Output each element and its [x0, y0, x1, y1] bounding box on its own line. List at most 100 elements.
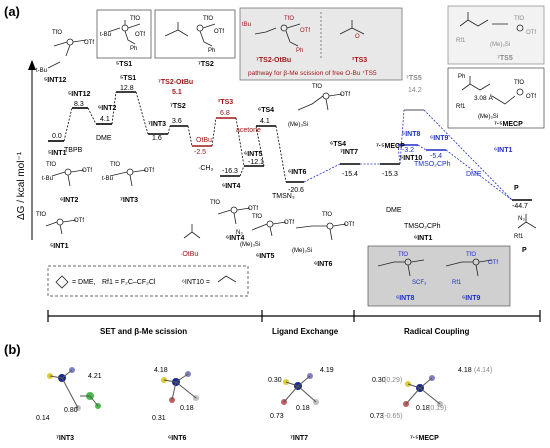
- int1-structure: TfO OTf: [36, 212, 84, 235]
- legend-box: [47, 265, 249, 297]
- svg-text:OTf: OTf: [488, 260, 498, 266]
- label-int2: ⁶INT2: [98, 105, 116, 112]
- pb-mecp-d3b: (0.19): [428, 405, 446, 412]
- svg-text:N₃: N₃: [236, 230, 243, 236]
- tbpb-label: TBPB: [64, 147, 83, 154]
- int5-label-mol: ⁶INT5: [256, 253, 274, 260]
- p-label-mol: P: [522, 247, 527, 254]
- svg-text:Rf1: Rf1: [456, 104, 466, 110]
- svg-text:t-Bu: t-Bu: [42, 176, 53, 182]
- label-ts2-otbu: ⁷TS2-OtBu: [158, 79, 193, 86]
- label-ts3: ²TS3: [218, 99, 233, 106]
- ts5-label-top: ⁷TS5: [497, 55, 513, 62]
- pb-int7-d4: 0.73: [270, 413, 284, 420]
- value-ts2: 3.6: [172, 118, 182, 125]
- svg-text:(Me)₃Si: (Me)₃Si: [490, 42, 510, 48]
- label-int7: ⁷INT7: [340, 149, 358, 156]
- ts4-structure: TfO OTf (Me)₃Si: [288, 84, 350, 128]
- pathway-note: pathway for β-Me scission of free O-Bu ⁷…: [248, 70, 377, 77]
- label-ts2: ⁷TS2: [170, 103, 186, 110]
- int5-structure: TfO N₃ OTf (Me)₃Si: [236, 214, 294, 248]
- svg-text:OTf: OTf: [340, 92, 350, 98]
- svg-text:Ph: Ph: [208, 48, 215, 54]
- int9-structure: TfO OTf Rf1: [445, 252, 498, 286]
- label-int1: ⁵INT1: [48, 150, 67, 157]
- p-structure: N₃ Rf1: [514, 214, 537, 240]
- pb-int7-label: ⁷INT7: [290, 435, 308, 442]
- pb-int7-d1: 4.19: [320, 367, 334, 374]
- pb-int7-d3: 0.18: [296, 405, 310, 412]
- pb-int6-label: ⁶INT6: [168, 435, 186, 442]
- svg-text:OTf: OTf: [526, 94, 536, 100]
- pb-mecp-label: ⁷·⁵MECP: [410, 435, 439, 442]
- int8-structure: TfO SCF₃: [377, 252, 427, 286]
- pb-int7-model: [281, 373, 319, 405]
- pb-mecp-d3: 0.18: [416, 405, 430, 412]
- svg-text:TfO: TfO: [203, 16, 213, 22]
- value-int3: 1.6: [152, 135, 162, 142]
- panel-a-label: (a): [4, 4, 20, 19]
- panel-b-label: (b): [4, 342, 21, 357]
- svg-text:Ph: Ph: [130, 46, 137, 52]
- svg-text:TfO: TfO: [46, 162, 56, 168]
- label-int6: ⁶INT6: [288, 169, 306, 176]
- ts1-box: [96, 9, 152, 59]
- ts2-structure: TfO OTf Ph: [164, 16, 224, 54]
- legend-dme: = DME,: [72, 279, 96, 286]
- ts3-label-top: ²TS3: [352, 57, 367, 64]
- otbu-radical-structure: [183, 224, 201, 239]
- svg-text:OTf: OTf: [144, 168, 154, 174]
- y-axis-arrow-icon: [28, 60, 36, 70]
- value-ts2-otbu: 5.1: [172, 89, 182, 96]
- value-int1: 0.0: [52, 133, 62, 140]
- label-ts1: ⁵TS1: [120, 75, 136, 82]
- pb-mecp-d1: 4.18: [458, 367, 472, 374]
- int3-structure: TfO t-Bu OTf: [102, 162, 154, 187]
- mecp-structure: Rf1 (Me)₃Si TfO OTf Ph: [456, 74, 536, 120]
- otbu-bottom-label: ·OtBu: [180, 251, 198, 258]
- svg-text:TfO: TfO: [466, 252, 476, 258]
- label-int12: ⁵INT12: [68, 91, 90, 98]
- int2-label-mol: ⁶INT2: [60, 197, 78, 204]
- svg-text:(Me)₃Si: (Me)₃Si: [478, 114, 498, 120]
- svg-text:OTf: OTf: [300, 28, 310, 34]
- svg-text:Ph: Ph: [458, 74, 465, 80]
- svg-text:(Me)₃Si: (Me)₃Si: [288, 122, 308, 128]
- int1-plus-label: ⁶INT1: [414, 235, 432, 242]
- svg-text:OTf: OTf: [214, 29, 224, 35]
- value-ts4: 4.1: [260, 118, 270, 125]
- pb-int6-model: [161, 371, 199, 403]
- ts1-label-top: ⁵TS1: [116, 61, 132, 68]
- int8-int9-box: [367, 245, 511, 307]
- svg-text:(Me)₃Si: (Me)₃Si: [240, 242, 260, 248]
- value-int9: -5.4: [430, 153, 442, 160]
- int3-label-mol: ⁷INT3: [120, 197, 138, 204]
- label-int8: ⁶INT8: [402, 131, 420, 138]
- svg-text:TfO: TfO: [322, 212, 332, 218]
- label-int10: ⁶INT10: [400, 155, 422, 162]
- int6-structure: TfO OTf (Me)₃Si: [292, 212, 354, 254]
- value-int8: -3.2: [402, 147, 414, 154]
- value-int2: 4.1: [100, 116, 110, 123]
- svg-text:OTf: OTf: [248, 206, 258, 212]
- value-ts3: 6.8: [220, 110, 230, 117]
- svg-text:OTf: OTf: [74, 218, 84, 224]
- label-ts4: ⁶TS4: [258, 107, 274, 114]
- ts3-structure: O: [339, 20, 365, 40]
- ts2-label-top: ⁷TS2: [198, 61, 214, 68]
- int1-right-label: ⁶INT1: [494, 147, 512, 154]
- int12-structure: TfO OTf t-Bu: [36, 30, 94, 74]
- label-otbu: OtBu: [196, 137, 212, 144]
- svg-text:OTf: OTf: [135, 32, 145, 38]
- int1-label-mol: ⁵INT1: [50, 243, 69, 250]
- dme-icon: [55, 275, 69, 289]
- svg-text:Ph: Ph: [296, 48, 303, 54]
- pb-int3-d1: 4.21: [88, 373, 102, 380]
- svg-text:t-Bu: t-Bu: [36, 68, 47, 74]
- svg-text:SCF₃: SCF₃: [412, 280, 427, 286]
- pb-mecp-model: [403, 375, 443, 407]
- label-int9: ⁶INT9: [430, 135, 448, 142]
- ts2-otbu-structure: tBu TfO OTf Ph: [242, 16, 310, 54]
- pb-int3-d2: 0.14: [36, 415, 50, 422]
- label-mecp: ⁷·⁵MECP: [376, 143, 405, 150]
